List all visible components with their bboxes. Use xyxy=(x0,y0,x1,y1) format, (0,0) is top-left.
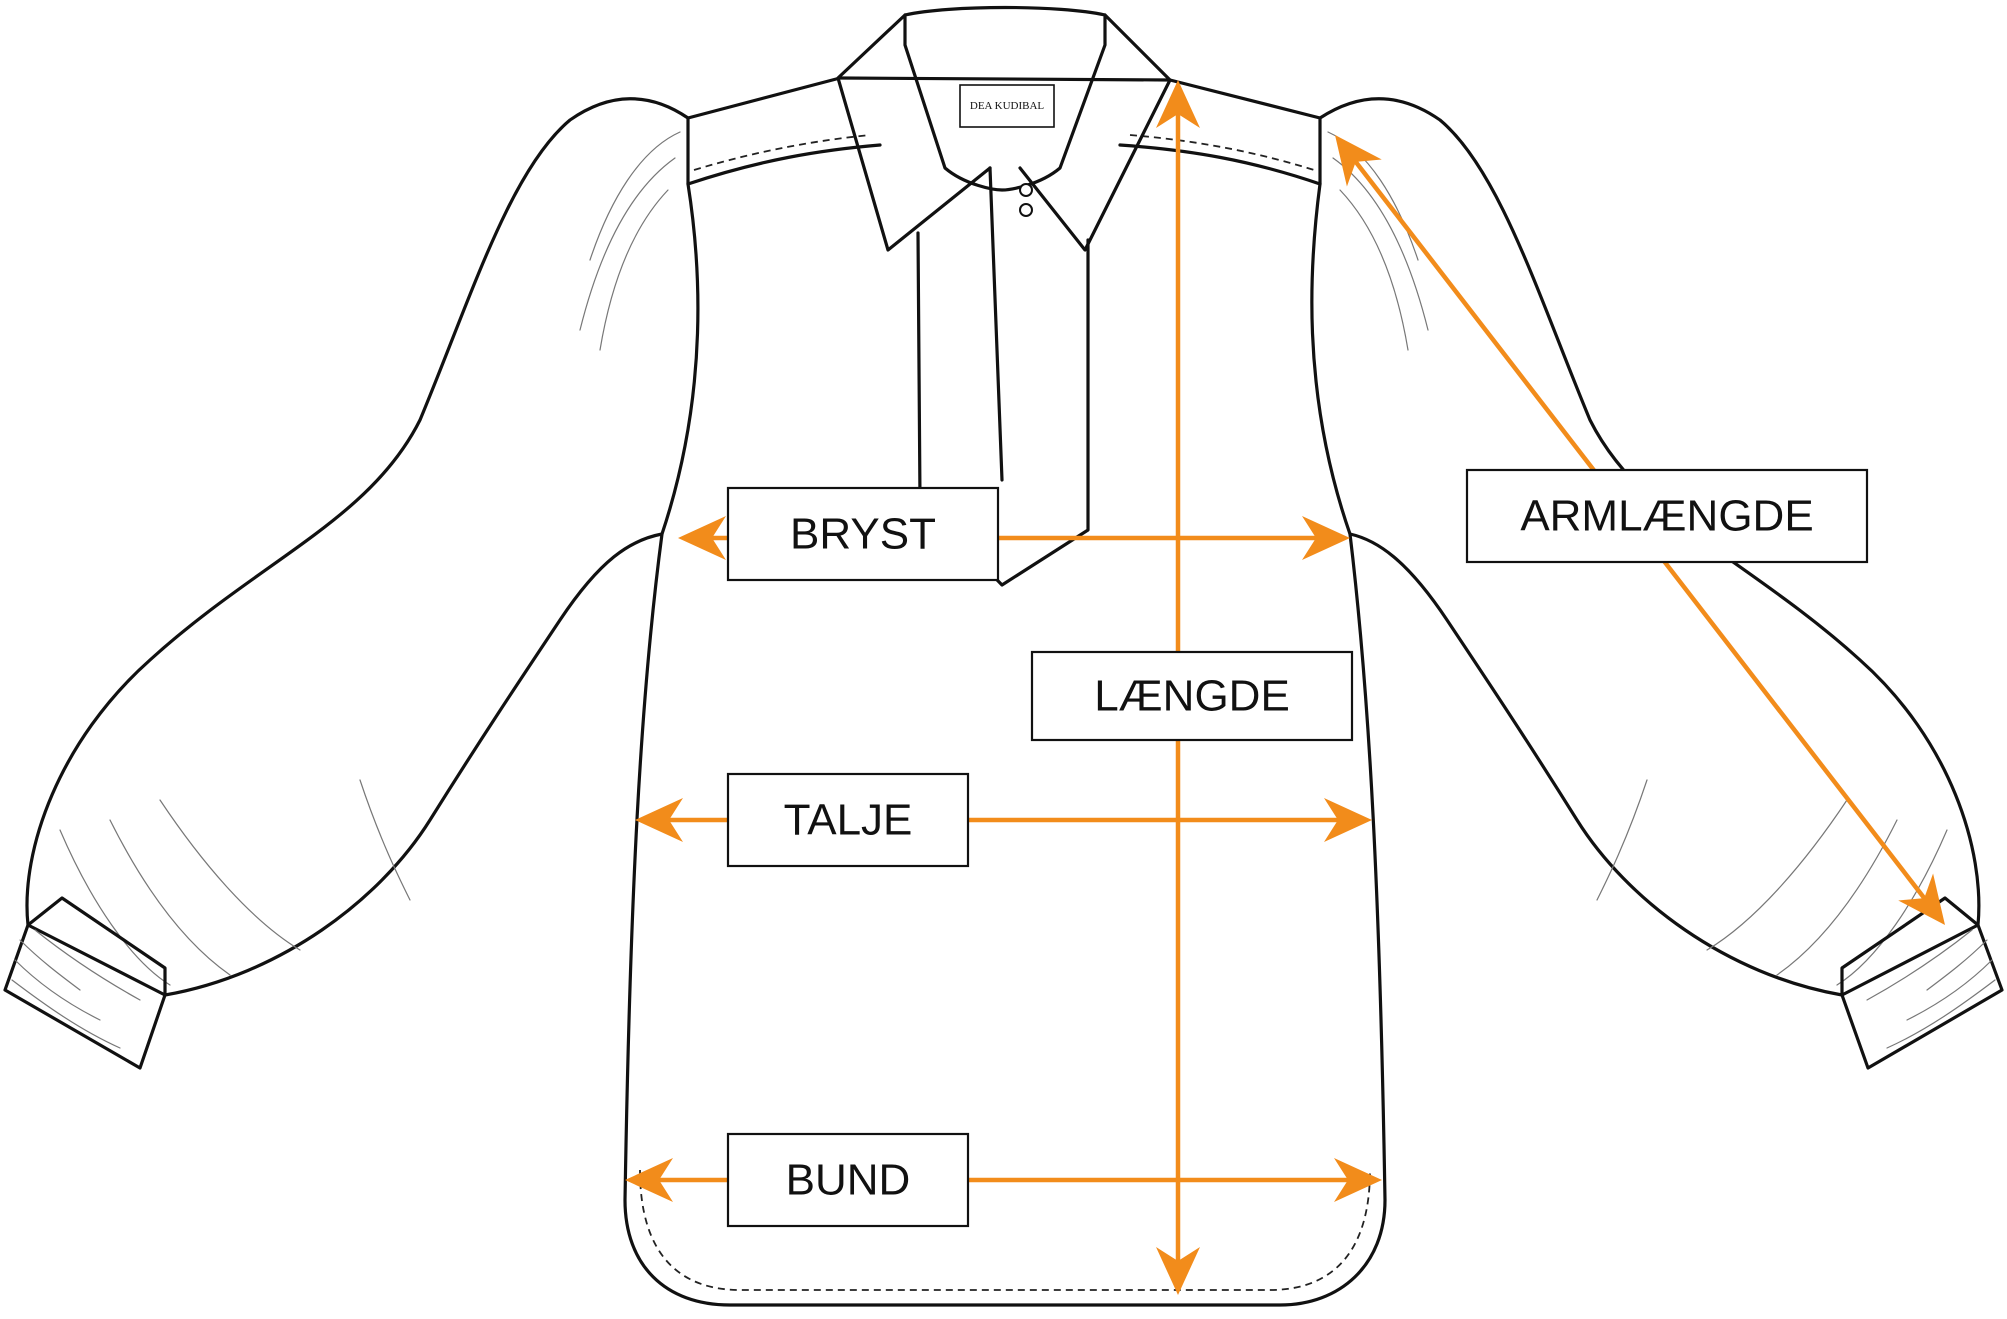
button-top xyxy=(1019,183,1033,197)
bund-arrow-head-start xyxy=(625,1158,673,1202)
bryst-arrow-head-start xyxy=(678,516,726,560)
armlaengde-label: ARMLÆNGDE xyxy=(1465,468,1869,564)
brand-tag: DEA KUDIBAL xyxy=(959,84,1055,128)
taelje-arrow-head-start xyxy=(635,798,683,842)
laengde-label: LÆNGDE xyxy=(1030,650,1354,742)
bryst-label-text: BRYST xyxy=(790,510,936,559)
taelje-label-text: TALJE xyxy=(784,796,913,845)
left-cuff xyxy=(3,896,167,1070)
right-cuff xyxy=(1840,896,2004,1070)
button-bottom xyxy=(1019,203,1033,217)
armlaengde-arrow-head-start xyxy=(1335,135,1382,187)
bryst-label: BRYST xyxy=(726,486,1000,582)
placket xyxy=(916,166,1090,587)
bund-label: BUND xyxy=(726,1132,970,1228)
brand-label: DEA KUDIBAL xyxy=(970,100,1045,112)
bryst-arrow-head-end xyxy=(1302,516,1350,560)
laengde-arrow-head-start xyxy=(1156,80,1200,128)
taelje-label: TALJE xyxy=(726,772,970,868)
bund-label-text: BUND xyxy=(786,1156,911,1205)
armlaengde-arrow-head-end xyxy=(1898,873,1945,925)
bund-arrow-head-end xyxy=(1334,1158,1382,1202)
laengde-arrow-head-end xyxy=(1156,1247,1200,1295)
collar xyxy=(836,5,1172,252)
laengde-label-text: LÆNGDE xyxy=(1094,672,1290,721)
left-sleeve xyxy=(25,97,690,997)
taelje-arrow-head-end xyxy=(1324,798,1372,842)
armlaengde-label-text: ARMLÆNGDE xyxy=(1520,492,1813,541)
